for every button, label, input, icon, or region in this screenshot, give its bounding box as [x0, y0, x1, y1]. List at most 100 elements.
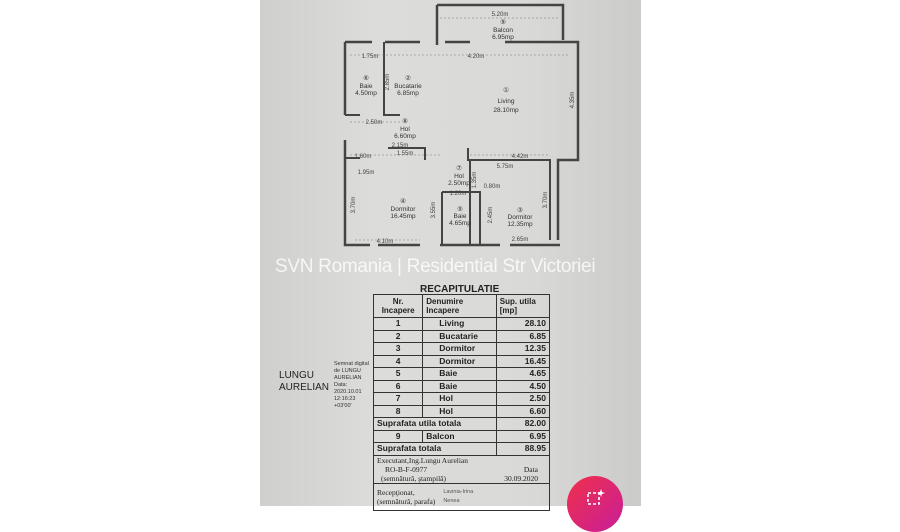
cell: 8 — [372, 404, 424, 418]
cell: 6.95 — [495, 429, 551, 443]
svg-text:①: ① — [503, 86, 509, 94]
dimension: 1.95m — [358, 170, 375, 176]
table-header: Nr. Incapere Denumire Incapere Sup. util… — [372, 294, 551, 318]
svg-text:④: ④ — [400, 197, 406, 205]
cell: 6.85 — [495, 329, 551, 343]
cell: Baie — [422, 367, 497, 381]
svg-text:③: ③ — [517, 206, 523, 214]
dimension: 5.20m — [492, 12, 509, 18]
cell: Balcon — [422, 429, 497, 443]
cell: Hol — [422, 392, 497, 406]
watermark: SVN Romania | Residential Str Victoriei — [275, 256, 596, 277]
dimension: 3.70m — [543, 192, 549, 209]
svg-text:⑤: ⑤ — [457, 205, 463, 213]
date-label: Data — [523, 464, 538, 474]
sign-parafa: (semnătură, parafa) — [377, 496, 436, 506]
room-area: 6.85mp — [397, 90, 419, 97]
cell: 28.10 — [495, 317, 551, 331]
room-area: 4.50mp — [355, 90, 377, 97]
cell: 6.60 — [495, 404, 551, 418]
dimension: 1.35m — [472, 172, 478, 189]
dimension: 2.50m — [366, 120, 383, 126]
cell: 2 — [372, 329, 424, 343]
dimension: 3.55m — [431, 202, 437, 219]
cell: 1 — [372, 317, 424, 331]
cell: Dormitor — [422, 354, 497, 368]
room-label-baie: Baie — [453, 213, 466, 220]
room-area: 4.65mp — [449, 220, 471, 227]
dimension: 1.60m — [355, 154, 372, 160]
digital-signature-note: Semnat digital de LUNGU AURELIAN Data: 2… — [334, 361, 369, 409]
dimension: 1.55m — [397, 151, 414, 157]
signer-text: LUNGU AURELIAN — [279, 370, 330, 393]
executant: Executant,Ing.Lungu Aurelian — [377, 455, 469, 465]
dimension: 0.80m — [484, 184, 501, 190]
header-name: Denumire Incapere — [422, 294, 497, 318]
recap-title: RECAPITULATIE — [420, 284, 500, 295]
dimension: 1.20m — [450, 191, 467, 197]
room-area: 28.10mp — [493, 107, 519, 114]
room-label-dormitor: Dormitor — [508, 214, 534, 221]
svg-text:⑦: ⑦ — [456, 164, 462, 172]
cell: 12.35 — [495, 342, 551, 356]
subtotal-value: 82.00 — [495, 417, 551, 431]
svg-text:⑧: ⑧ — [402, 117, 408, 125]
room-label-baie: Baie — [359, 83, 372, 90]
cell: 9 — [372, 429, 424, 443]
dimension: 4.20m — [468, 54, 485, 60]
header-nr: Nr. Incapere — [372, 294, 424, 318]
room-label-dormitor: Dormitor — [391, 206, 417, 213]
room-area: 12.35mp — [507, 221, 533, 228]
svg-text:⑨: ⑨ — [500, 18, 506, 26]
header-area: Sup. utila [mp] — [495, 294, 551, 318]
room-area: 6.60mp — [394, 133, 416, 140]
cell: Dormitor — [422, 342, 497, 356]
room-area: 6.95mp — [492, 34, 514, 41]
total-value: 88.95 — [495, 442, 551, 456]
room-label-bucatarie: Bucatarie — [394, 83, 422, 90]
dimension: 2.65m — [512, 237, 529, 243]
edit-image-button[interactable] — [567, 476, 623, 532]
subtotal-label: Suprafata utila totala — [373, 417, 497, 431]
sign-stamp: (semnătură, ştampilă) — [381, 473, 446, 483]
cell: 7 — [372, 392, 424, 406]
cell: Hol — [422, 404, 497, 418]
svg-text:⑥: ⑥ — [363, 74, 369, 82]
svg-text:②: ② — [405, 74, 411, 82]
dimension: 2.45m — [488, 207, 494, 224]
dimension: 2.15m — [392, 143, 409, 149]
cell: 16.45 — [495, 354, 551, 368]
dimension: 2.85m — [385, 74, 391, 91]
license: RO-B-F-0977 — [385, 464, 428, 474]
cell: Living — [422, 317, 497, 331]
room-area: 2.50mp — [448, 180, 470, 187]
cell: 4 — [372, 354, 424, 368]
dimension: 4.10m — [377, 239, 394, 245]
cell: Bucatarie — [422, 329, 497, 343]
room-label-balcon: Balcon — [493, 27, 513, 34]
cell: 5 — [372, 367, 424, 381]
dimension: 5.75m — [497, 164, 514, 170]
room-label-hol: Hol — [454, 173, 464, 180]
total-label: Suprafata totala — [373, 442, 497, 456]
room-label-hol: Hol — [400, 126, 410, 133]
dimension: 1.75m — [362, 54, 379, 60]
date: 30.09.2020 — [504, 473, 538, 483]
cell: 2.50 — [495, 392, 551, 406]
room-area: 16.45mp — [390, 213, 416, 220]
cell: 4.50 — [495, 379, 551, 393]
sparkle-image-icon — [587, 489, 605, 505]
recap-table: Nr. Incapere Denumire Incapere Sup. util… — [372, 294, 551, 511]
cell: Baie — [422, 379, 497, 393]
receiver: Lavinia-Irina Nenea — [443, 488, 474, 504]
dimension: 3.70m — [351, 197, 357, 214]
